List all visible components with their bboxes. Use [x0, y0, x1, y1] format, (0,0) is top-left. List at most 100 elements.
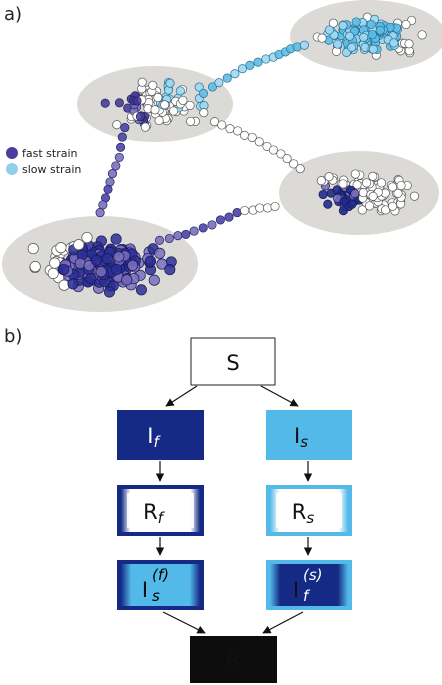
- network-node: [317, 33, 327, 43]
- node-rf: Rf: [117, 485, 204, 536]
- chain-node: [103, 184, 113, 194]
- node-isf-fill: [121, 564, 200, 606]
- network-node: [165, 78, 175, 88]
- network-node: [350, 189, 360, 199]
- network-node: [396, 180, 406, 191]
- node-ifs-sup: (s): [303, 566, 323, 584]
- panel-b-label: b): [4, 326, 22, 347]
- chain-node: [247, 132, 257, 142]
- node-r: R: [190, 636, 277, 683]
- chain-node: [164, 233, 174, 244]
- node-isf-sub: s: [152, 587, 160, 605]
- node-ifs-fill: [270, 564, 348, 606]
- network-node: [148, 80, 158, 90]
- chain-node: [232, 208, 242, 218]
- network-node: [333, 39, 343, 49]
- network-node: [27, 243, 39, 255]
- chain-node: [111, 161, 121, 171]
- network-node: [338, 179, 348, 189]
- network-node: [376, 178, 387, 188]
- network-node: [55, 242, 67, 254]
- node-isf-sup: (f): [152, 566, 169, 584]
- chain-node: [230, 69, 240, 79]
- panel-a-label: a): [4, 4, 22, 25]
- network-node: [387, 182, 398, 192]
- network-node: [154, 247, 166, 259]
- network-node: [324, 25, 334, 35]
- node-isf: I (f) s: [117, 560, 204, 610]
- network-node: [366, 19, 376, 29]
- chain-node: [214, 78, 224, 88]
- node-r-label: R: [226, 648, 241, 672]
- chain-node: [207, 220, 217, 230]
- network-node: [81, 231, 93, 244]
- network-node: [345, 31, 355, 41]
- chain-node: [276, 149, 286, 159]
- network-node: [194, 82, 204, 92]
- node-ifs-main: I: [293, 578, 299, 602]
- network-node: [127, 259, 139, 271]
- chain-node: [295, 164, 305, 174]
- node-ifs: I (s) f: [266, 560, 352, 610]
- chain-node: [98, 200, 108, 210]
- chain-node: [181, 229, 191, 239]
- network-node: [351, 17, 361, 27]
- node-ifs-sub: f: [303, 587, 311, 605]
- node-is-box: [266, 410, 352, 460]
- node-rs-core: [276, 493, 342, 528]
- network-node: [150, 105, 160, 115]
- panel-b: b) S If Is: [4, 326, 352, 683]
- transition-arrows: [155, 385, 313, 634]
- chain-node: [255, 203, 265, 213]
- network-node: [95, 266, 107, 278]
- network-node: [100, 98, 110, 108]
- network-node: [164, 264, 176, 276]
- chain-node: [253, 57, 263, 67]
- network-node: [388, 201, 398, 211]
- network-node: [357, 205, 367, 215]
- chain-node: [95, 208, 105, 218]
- chain-node: [117, 132, 127, 142]
- network-node: [112, 120, 122, 130]
- network-node: [359, 32, 369, 42]
- node-rf-core: [127, 493, 194, 528]
- network-node: [178, 95, 188, 105]
- chain-node: [289, 159, 299, 169]
- legend-fast-marker: [6, 147, 18, 159]
- network-node: [153, 93, 163, 103]
- network-node: [328, 18, 338, 28]
- chain-node: [245, 60, 255, 70]
- chain-node: [217, 120, 227, 130]
- node-is: Is: [266, 410, 352, 460]
- network-node: [110, 233, 122, 245]
- network-node: [156, 258, 168, 270]
- legend-slow-marker: [6, 163, 18, 175]
- network-node: [101, 253, 113, 265]
- network-node: [338, 206, 348, 216]
- network-node: [381, 205, 391, 215]
- network-node: [323, 199, 333, 209]
- chain-node: [189, 226, 199, 236]
- network-node: [199, 108, 209, 118]
- chain-node: [237, 64, 248, 74]
- network-node: [409, 191, 420, 201]
- network-node: [358, 188, 368, 198]
- network-node: [404, 39, 414, 49]
- network-node: [389, 38, 399, 48]
- network-node: [49, 257, 61, 269]
- network-node: [350, 169, 360, 179]
- network-node: [90, 254, 102, 266]
- network-node: [368, 44, 378, 54]
- chain-node: [268, 145, 279, 155]
- chain-node: [198, 88, 209, 98]
- chain-node: [107, 169, 118, 179]
- network-node: [148, 274, 160, 286]
- network-node: [67, 278, 79, 290]
- chain-node: [282, 154, 292, 164]
- node-rs: Rs: [266, 485, 352, 536]
- network-node: [73, 239, 85, 251]
- network-node: [135, 112, 146, 122]
- chain-node: [261, 54, 271, 64]
- network-nodes: [27, 12, 427, 298]
